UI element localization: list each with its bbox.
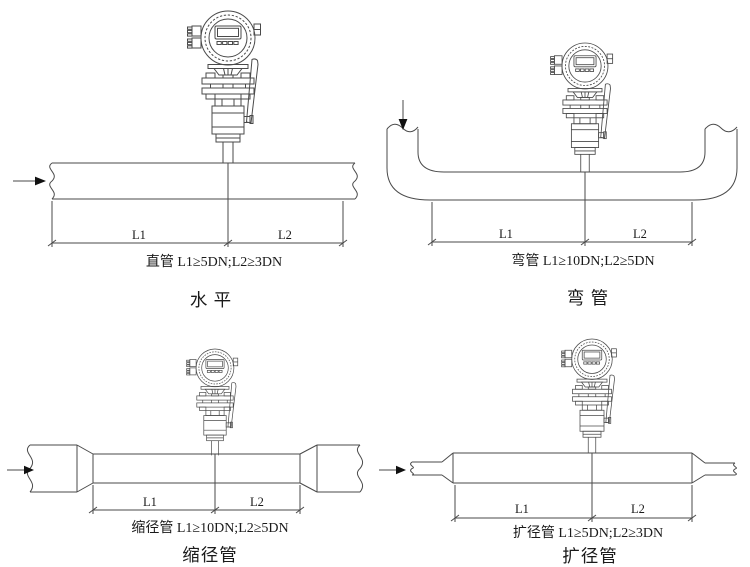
dimension-tick: [210, 506, 220, 514]
spec-label: 弯管 L1≥10DN;L2≥5DN: [511, 252, 654, 269]
dim-label-l2: L2: [631, 502, 645, 516]
spec-label: 直管 L1≥5DN;L2≥3DN: [146, 253, 282, 270]
pipe-reducer: [26, 444, 364, 493]
dimension: L1 L2: [427, 202, 697, 246]
dim-label-l2: L2: [633, 227, 647, 241]
caption: 水 平: [190, 290, 232, 310]
pipe-straight: [49, 162, 358, 200]
flowmeter-instrument: [550, 42, 614, 173]
dimension-tick: [687, 514, 697, 522]
pipe-break-icon: [352, 162, 358, 200]
flow-arrow-icon: [7, 465, 34, 475]
flow-arrow-icon: [379, 465, 406, 475]
dimension-tick: [47, 239, 57, 247]
dimension: L1 L2: [88, 485, 305, 514]
dimension: L1 L2: [47, 201, 348, 247]
pipe-break-icon: [356, 444, 364, 493]
dim-label-l2: L2: [278, 228, 292, 242]
dim-label-l1: L1: [132, 228, 146, 242]
spec-label: 缩径管 L1≥10DN;L2≥5DN: [131, 520, 288, 536]
dimension-tick: [450, 514, 460, 522]
diagram-bend-pipe: L1 L2 弯管 L1≥10DN;L2≥5DN 弯 管: [386, 42, 738, 308]
dimension-tick: [295, 506, 305, 514]
pipe-break-icon: [49, 162, 55, 200]
dimension-tick: [580, 238, 590, 246]
dim-label-l1: L1: [499, 227, 513, 241]
pipe-u-bend: [386, 123, 738, 201]
dim-label-l1: L1: [143, 495, 157, 509]
pipe-expander: [410, 452, 737, 484]
dimension-tick: [587, 514, 597, 522]
caption: 缩径管: [182, 545, 238, 565]
pipe-break-icon: [704, 123, 738, 133]
flowmeter-instrument: [187, 10, 261, 164]
dimension: L1 L2: [450, 485, 697, 522]
dim-label-l1: L1: [515, 502, 529, 516]
pipe-break-icon: [733, 462, 737, 476]
flow-arrow-icon: [398, 100, 408, 130]
flow-arrow-icon: [13, 176, 46, 186]
diagram-reducer-pipe: L1 L2 缩径管 L1≥10DN;L2≥5DN 缩径管: [7, 348, 364, 565]
dimension-tick: [338, 239, 348, 247]
diagram-horizontal-straight: L1 L2 直管 L1≥5DN;L2≥3DN 水 平: [13, 10, 358, 310]
dimension-tick: [223, 239, 233, 247]
diagram-expander-pipe: L1 L2 扩径管 L1≥5DN;L2≥3DN 扩径管: [379, 338, 737, 566]
dim-label-l2: L2: [250, 495, 264, 509]
caption: 扩径管: [562, 546, 618, 566]
flowmeter-instrument: [186, 348, 239, 456]
caption: 弯 管: [567, 288, 609, 308]
dimension-tick: [88, 506, 98, 514]
pipe-break-icon: [410, 461, 414, 476]
dimension-tick: [427, 238, 437, 246]
dimension-tick: [687, 238, 697, 246]
flowmeter-instrument: [561, 338, 617, 454]
spec-label: 扩径管 L1≥5DN;L2≥3DN: [513, 525, 663, 541]
